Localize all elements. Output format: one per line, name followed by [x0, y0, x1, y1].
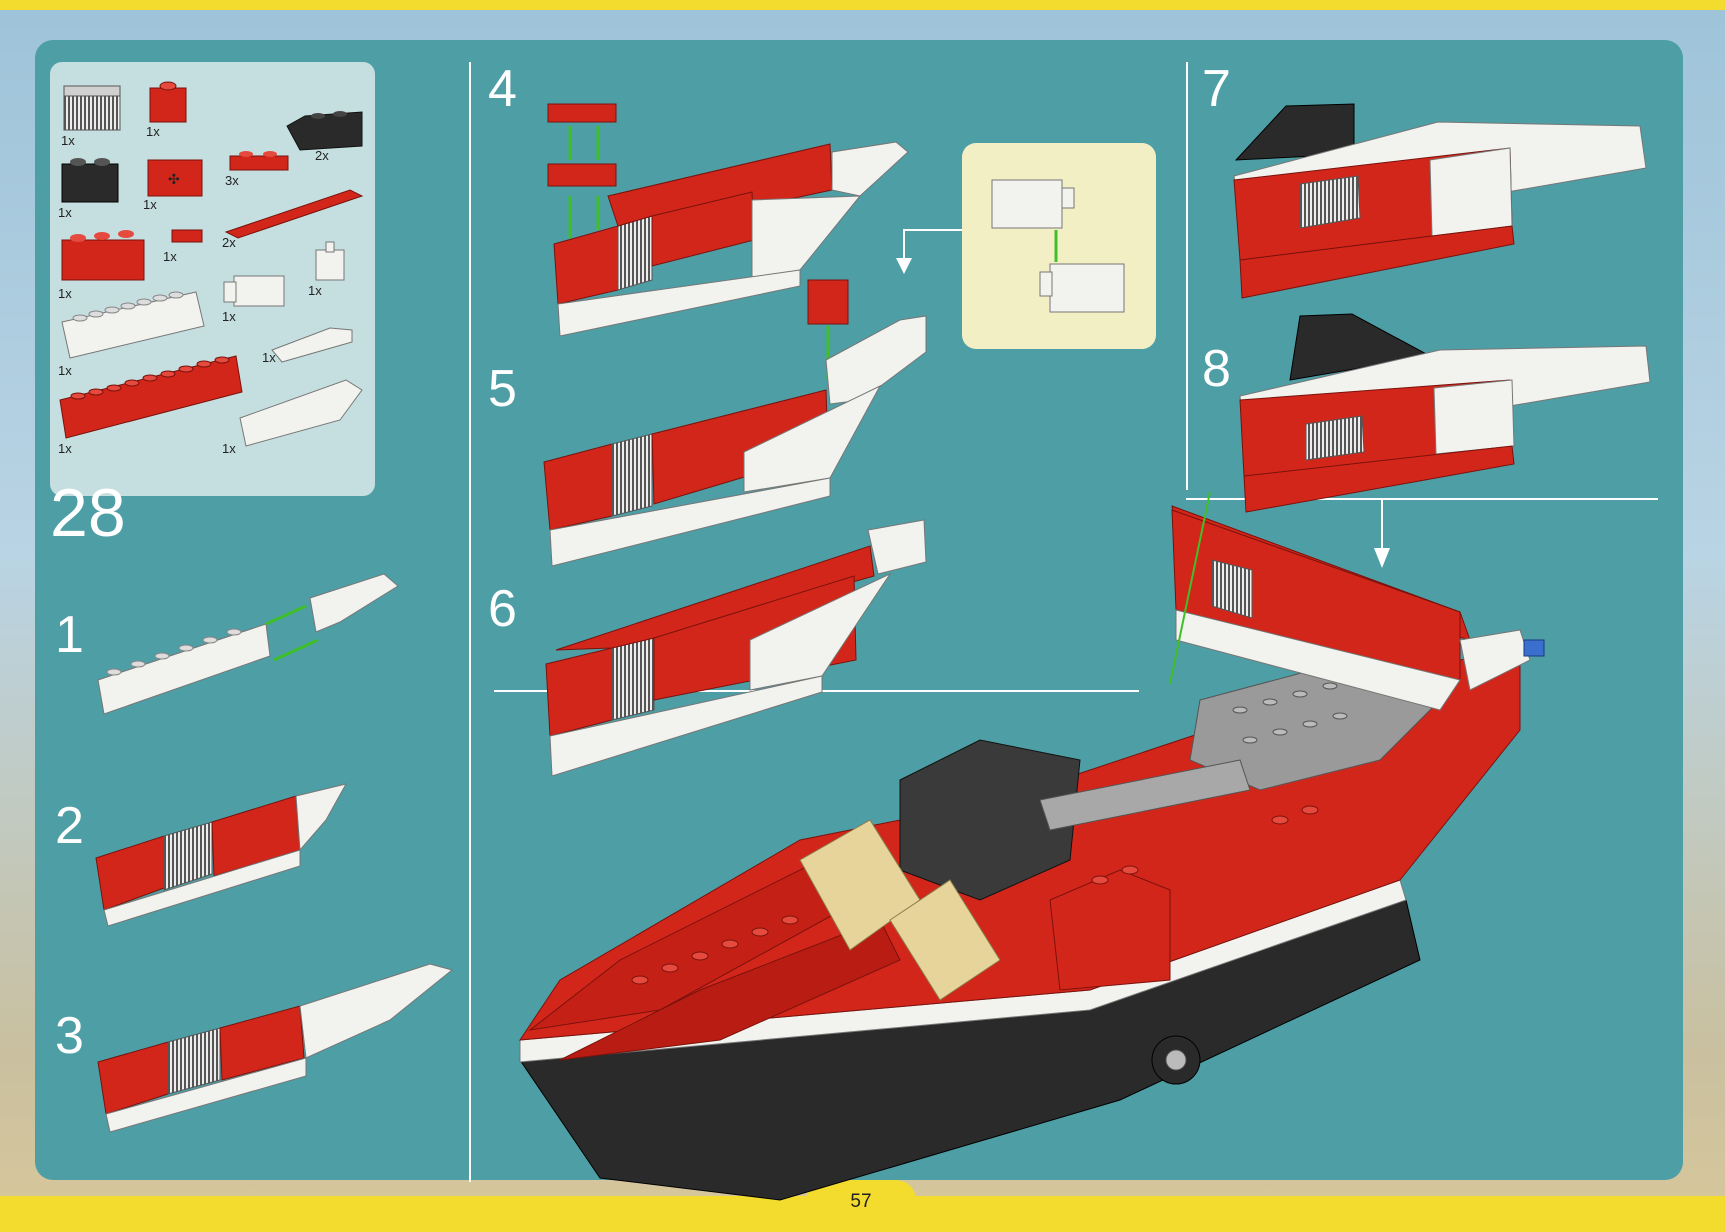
- part-red-technic-brick: ✣: [147, 159, 203, 197]
- part-qty: 1x: [262, 350, 276, 365]
- step-number-4: 4: [488, 60, 517, 118]
- divider-right-horizontal: [1186, 498, 1658, 500]
- part-white-hinge-brick: [315, 241, 345, 281]
- step-number-5: 5: [488, 360, 517, 418]
- step-4-assembly: [547, 103, 909, 337]
- part-qty: 1x: [61, 133, 75, 148]
- part-qty: 1x: [58, 363, 72, 378]
- part-qty: 1x: [222, 309, 236, 324]
- part-qty: 1x: [146, 124, 160, 139]
- part-qty: 2x: [315, 148, 329, 163]
- part-white-clip-brick: [223, 275, 285, 307]
- step-3-assembly: [97, 963, 454, 1133]
- svg-text:✣: ✣: [168, 172, 180, 188]
- part-white-brick-1x8: [61, 291, 205, 359]
- main-step-number: 28: [50, 475, 126, 551]
- step-number-2: 2: [55, 797, 84, 855]
- part-qty: 1x: [58, 441, 72, 456]
- part-qty: 3x: [225, 173, 239, 188]
- parts-icons: ✣: [59, 81, 364, 447]
- part-qty: 1x: [308, 283, 322, 298]
- top-border: [0, 0, 1725, 10]
- step-number-1: 1: [55, 606, 84, 664]
- part-white-bow-slope: [239, 379, 363, 447]
- divider-left: [469, 62, 471, 1182]
- part-red-brick-2x4: [61, 230, 145, 281]
- step-number-6: 6: [488, 580, 517, 638]
- part-red-brick-1x10: [59, 355, 243, 439]
- detail-callout: [962, 143, 1156, 349]
- page-number: 57: [850, 1191, 872, 1212]
- part-black-slope: [286, 111, 363, 151]
- step-number-3: 3: [55, 1007, 84, 1065]
- part-qty: 1x: [143, 197, 157, 212]
- step-5-assembly: [543, 279, 927, 567]
- final-boat-model: [519, 491, 1545, 1201]
- step-2-assembly: [95, 783, 347, 927]
- part-red-brick-1x1: [149, 81, 187, 123]
- step-6-assembly: [545, 519, 927, 777]
- part-grille-brick: [63, 85, 121, 131]
- part-qty: 1x: [222, 441, 236, 456]
- part-qty: 1x: [58, 205, 72, 220]
- step-7-assembly: [1233, 103, 1647, 299]
- part-red-tile-small: [171, 229, 203, 243]
- step-1-assembly: [97, 573, 399, 715]
- step-number-8: 8: [1202, 340, 1231, 398]
- part-red-plate-small: [229, 151, 289, 171]
- part-white-slope: [271, 327, 353, 363]
- divider-right: [1186, 62, 1188, 490]
- callout-detail: [896, 179, 1125, 313]
- part-qty: 1x: [58, 286, 72, 301]
- part-black-brick: [61, 158, 119, 203]
- step-number-7: 7: [1202, 60, 1231, 118]
- part-qty: 2x: [222, 235, 236, 250]
- part-qty: 1x: [163, 249, 177, 264]
- part-red-tile-long: [224, 189, 364, 239]
- step-8-assembly: [1239, 313, 1651, 568]
